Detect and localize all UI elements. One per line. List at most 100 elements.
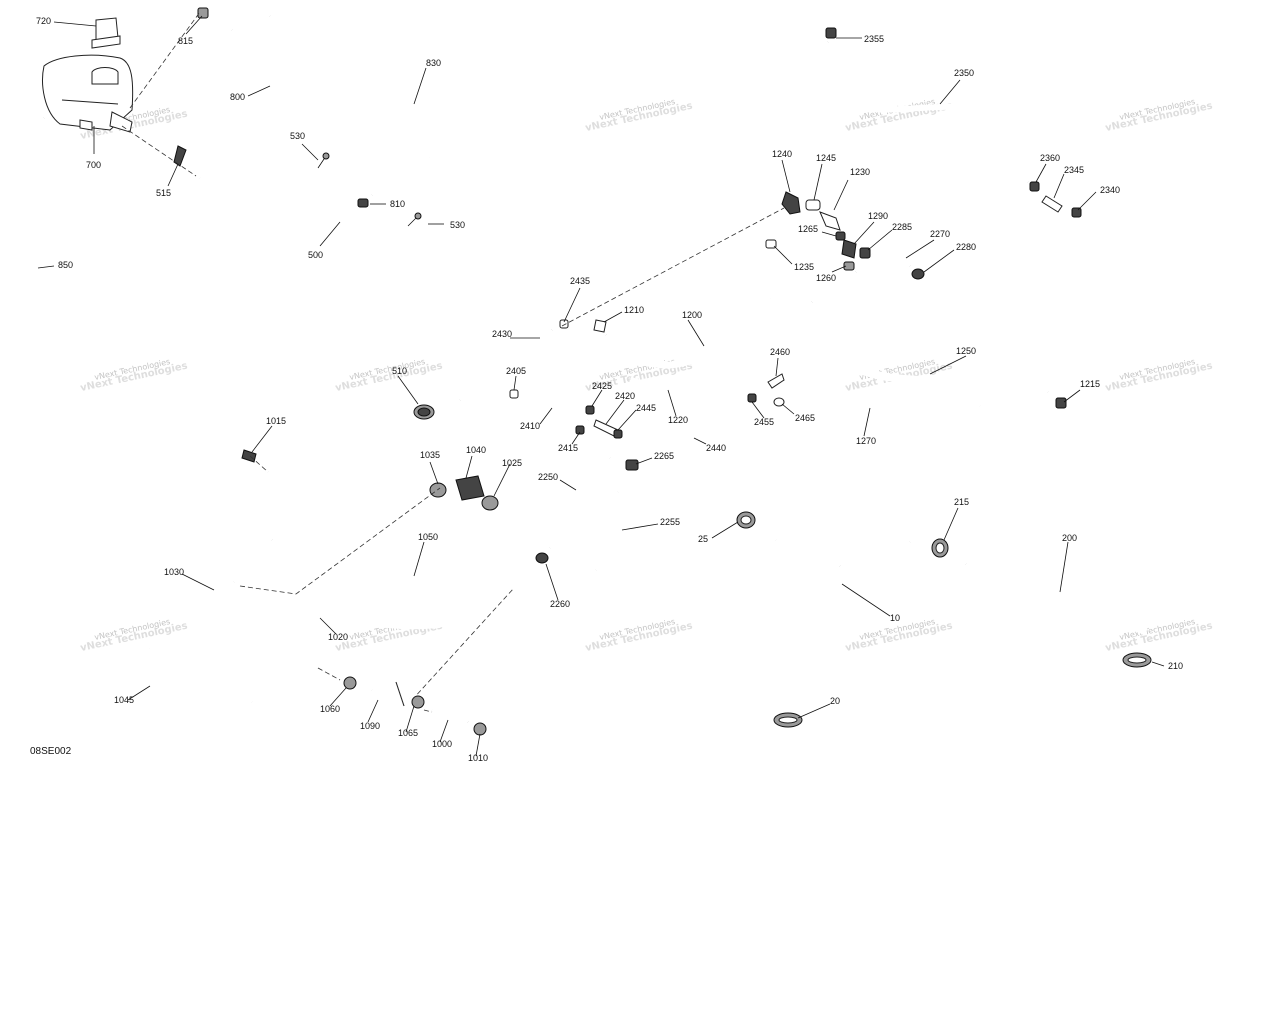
- callout-2270: 2270: [930, 229, 950, 239]
- callout-1220: 1220: [668, 415, 688, 425]
- fitting-1015: [241, 449, 257, 463]
- tee-fitting-1240: [781, 191, 801, 215]
- callout-700: 700: [86, 160, 101, 170]
- callout-515: 515: [156, 188, 171, 198]
- hose-10: [774, 531, 915, 700]
- callout-2255: 2255: [660, 517, 680, 527]
- callout-2430: 2430: [492, 329, 512, 339]
- hose-2410: [517, 393, 589, 424]
- clamp-25: [736, 511, 756, 529]
- callout-815: 815: [178, 36, 193, 46]
- callout-1040: 1040: [466, 445, 486, 455]
- callout-2345: 2345: [1064, 165, 1084, 175]
- drawing-reference-code: 08SE002: [30, 746, 72, 757]
- callout-810: 810: [390, 199, 405, 209]
- hose-1090: [370, 681, 412, 707]
- callout-2410: 2410: [520, 421, 540, 431]
- reservoir-cap-720: [91, 17, 121, 49]
- callout-1210: 1210: [624, 305, 644, 315]
- fitting-2345: [1041, 195, 1063, 213]
- callout-2285: 2285: [892, 222, 912, 232]
- clamp-510: [413, 404, 435, 420]
- bolt-530b: [407, 212, 422, 227]
- hose-850: [17, 116, 46, 308]
- hose-1220: [628, 297, 774, 392]
- callout-1090: 1090: [360, 721, 380, 731]
- fitting-2460: [767, 373, 785, 389]
- clamp-2280: [911, 268, 925, 280]
- callout-1270: 1270: [856, 436, 876, 446]
- fitting-1210: [593, 319, 607, 333]
- callout-1030: 1030: [164, 567, 184, 577]
- fitting-515: [173, 145, 187, 167]
- callout-1215: 1215: [1080, 379, 1100, 389]
- clamp-1060: [343, 676, 357, 690]
- clamp-810: [357, 198, 369, 208]
- callout-1000: 1000: [432, 739, 452, 749]
- callout-850: 850: [58, 260, 73, 270]
- clamp-1265: [835, 231, 846, 241]
- callout-530b: 530: [450, 220, 465, 230]
- callout-2440: 2440: [706, 443, 726, 453]
- callout-1045: 1045: [114, 695, 134, 705]
- callout-2280: 2280: [956, 242, 976, 252]
- callout-10: 10: [890, 613, 900, 623]
- clamp-1235: [765, 239, 777, 249]
- callout-720: 720: [36, 16, 51, 26]
- hose-1200: [602, 246, 774, 369]
- hose-2255: [588, 490, 626, 573]
- callout-215: 215: [954, 497, 969, 507]
- hose-1045: [146, 647, 253, 709]
- callout-2420: 2420: [615, 391, 635, 401]
- callout-830: 830: [426, 58, 441, 68]
- hose-500: [198, 167, 475, 404]
- clamp-210: [1122, 652, 1152, 668]
- callout-2340: 2340: [1100, 185, 1120, 195]
- fitting-1245: [805, 199, 821, 211]
- fitting-2340: [1071, 207, 1082, 218]
- hose-1000: [431, 704, 473, 727]
- callout-510: 510: [392, 366, 407, 376]
- hose-1270: [792, 299, 981, 412]
- clamp-2425: [585, 405, 595, 415]
- leader-lines: [37, 15, 1165, 757]
- callout-2350: 2350: [954, 68, 974, 78]
- callout-1025: 1025: [502, 458, 522, 468]
- callout-2265: 2265: [654, 451, 674, 461]
- clamp-815: [197, 7, 209, 19]
- clamp-2265: [625, 459, 639, 471]
- clamp-2455: [747, 393, 757, 403]
- clamp-1260: [843, 261, 855, 271]
- callout-1065: 1065: [398, 728, 418, 738]
- fitting-1230: [819, 211, 841, 231]
- clamp-2415: [575, 425, 585, 435]
- callout-1250: 1250: [956, 346, 976, 356]
- hose-830: [267, 11, 436, 159]
- clamp-2355: [825, 27, 837, 39]
- callout-2355: 2355: [864, 34, 884, 44]
- hose-800: [229, 28, 385, 197]
- callout-25: 25: [698, 534, 708, 544]
- callout-1265: 1265: [798, 224, 818, 234]
- callout-2425: 2425: [592, 381, 612, 391]
- hose-2250: [546, 448, 613, 556]
- hose-2350: [809, 39, 1030, 185]
- callout-1290: 1290: [868, 211, 888, 221]
- fitting-2360: [1029, 181, 1040, 192]
- callout-1200: 1200: [682, 310, 702, 320]
- parts-layer: [42, 7, 1152, 736]
- hose-2440: [623, 396, 753, 440]
- clamp-2285: [859, 247, 871, 259]
- callout-20: 20: [830, 696, 840, 706]
- hose-2430: [543, 328, 596, 414]
- callout-labels: 7208158008307005305158105305008505102355…: [36, 16, 1183, 763]
- clamp-2405: [509, 389, 519, 399]
- hose-2270: [871, 249, 913, 271]
